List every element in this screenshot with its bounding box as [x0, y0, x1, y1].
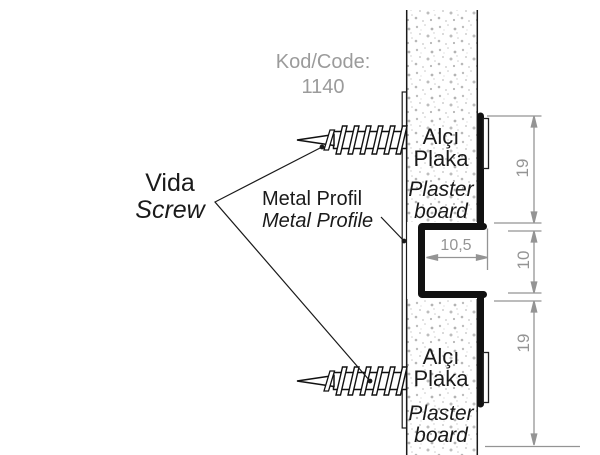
leader-lines	[214, 144, 407, 384]
plasterboard-lower-en-1: Plaster	[408, 402, 474, 425]
plasterboard-upper-en-1: Plaster	[408, 178, 474, 201]
screw-label-tr: Vida	[145, 169, 195, 197]
product-code-label: Kod/Code: 1140	[247, 50, 399, 100]
plasterboard-lower-tr-2: Plaka	[413, 366, 469, 391]
dimension-channel-10-5: 10,5	[440, 237, 472, 254]
metal-profile-label-en: Metal Profile	[262, 210, 374, 232]
dimension-lines	[426, 115, 580, 448]
plasterboard-upper-annotation: Alçı Plaka Plaster board	[401, 126, 481, 223]
code-caption: Kod/Code:	[275, 51, 371, 73]
dimension-gap-10: 10	[514, 250, 533, 270]
plasterboard-upper-tr-2: Plaka	[413, 146, 469, 171]
metal-profile-label-tr: Metal Profil	[262, 188, 363, 210]
dimension-upper-19: 19	[513, 158, 532, 178]
dimension-lower-19: 19	[514, 333, 533, 353]
metal-profile-annotation: Metal Profil Metal Profile	[262, 188, 392, 232]
plasterboard-lower-tr-1: Alçı	[422, 344, 460, 369]
screw-graphic-bottom	[296, 366, 408, 396]
plasterboard-lower-en-2: board	[414, 424, 468, 447]
plasterboard-lower-annotation: Alçı Plaka Plaster board	[401, 346, 481, 447]
screw-graphic-top	[296, 125, 408, 155]
screw-label-en: Screw	[135, 196, 205, 224]
plasterboard-upper-en-2: board	[414, 200, 468, 223]
profile-face-strips	[482, 117, 490, 404]
plasterboard-upper-tr-1: Alçı	[422, 124, 460, 149]
code-value: 1140	[301, 76, 345, 98]
profile-back-strip	[401, 91, 408, 429]
screw-annotation: Vida Screw	[128, 170, 212, 224]
metal-profile-channel	[418, 112, 487, 408]
